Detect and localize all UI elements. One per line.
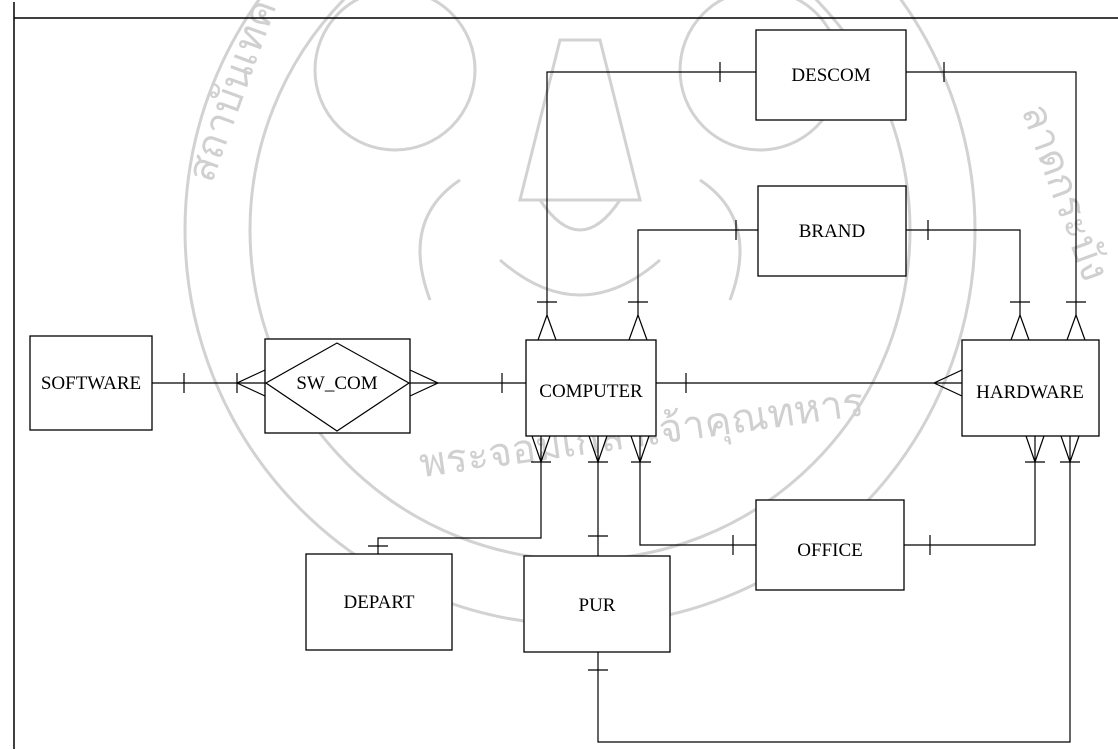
- entity-hardware: HARDWARE: [962, 340, 1099, 436]
- entity-label-hardware: HARDWARE: [976, 382, 1084, 403]
- entity-label-depart: DEPART: [343, 592, 414, 613]
- entity-depart: DEPART: [306, 554, 452, 650]
- entity-label-brand: BRAND: [799, 221, 866, 242]
- entity-computer: COMPUTER: [526, 340, 656, 436]
- entity-label-pur: PUR: [579, 595, 616, 616]
- entity-software: SOFTWARE: [30, 336, 152, 430]
- watermark-seal: สถาบันเทคโนโลยี พระจอมเกล้าเจ้าคุณทหาร ล…: [178, 0, 1118, 625]
- entity-pur: PUR: [524, 556, 670, 652]
- relationship-sw-com: SW_COM: [265, 339, 410, 433]
- svg-text:ลาดกระบัง: ลาดกระบัง: [1012, 98, 1118, 288]
- svg-text:สถาบันเทคโนโลยี: สถาบันเทคโนโลยี: [178, 0, 327, 188]
- relationship-label-sw-com: SW_COM: [296, 373, 377, 394]
- entity-descom: DESCOM: [756, 30, 906, 120]
- entity-label-office: OFFICE: [797, 540, 862, 561]
- entity-label-software: SOFTWARE: [41, 373, 141, 394]
- entity-office: OFFICE: [756, 500, 904, 590]
- entity-brand: BRAND: [758, 186, 906, 276]
- entity-label-descom: DESCOM: [791, 65, 870, 86]
- entity-label-computer: COMPUTER: [539, 381, 643, 402]
